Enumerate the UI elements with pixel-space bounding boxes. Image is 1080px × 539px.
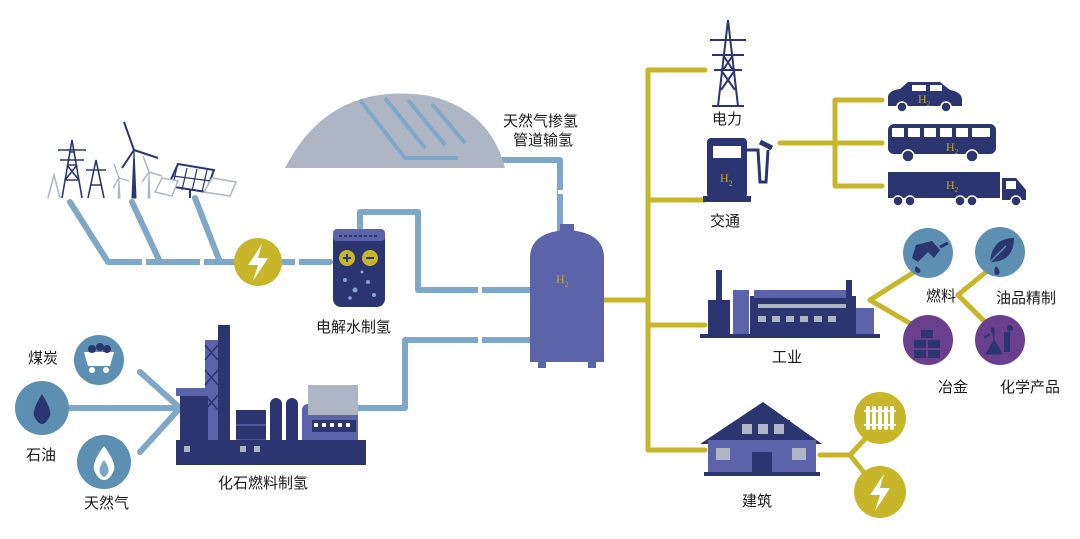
gas-flame-icon [77,435,131,489]
wind-turbine-icon [112,121,163,199]
bus-icon: H2 [888,124,996,163]
oil-label: 石油 [26,446,57,464]
oil-drop-icon [15,381,69,435]
pipeline-joints [142,190,564,343]
truck-h2-label: H [946,178,955,192]
hydrogen-tank-icon: H2 [530,224,604,368]
truck-icon: H2 [888,172,1026,207]
pump-h2-label: H [720,171,729,185]
metal-ingots-icon [903,315,953,365]
electrolyzer-icon [333,229,385,307]
refining-label: 油品精制 [996,289,1057,307]
factory-icon [700,270,880,338]
svg-text:H2: H2 [918,92,931,108]
pipeline-label-line1: 天然气掺氢 [503,112,579,130]
svg-text:H2: H2 [946,140,959,156]
fossil-label: 化石燃料制氢 [218,474,309,492]
fuel-pump-icon: H2 [703,138,774,202]
transport-label: 交通 [710,212,741,230]
gas-label: 天然气 [84,494,130,512]
solar-panel-icon [153,162,238,198]
fuel-nozzle-icon [903,228,953,278]
transmission-pylon-icon [710,19,746,107]
coal-label: 煤炭 [28,349,59,367]
bus-h2-label: H [946,140,955,154]
pipeline-dome-icon [285,93,505,168]
chemicals-label: 化学产品 [1000,378,1061,396]
power-label: 电力 [712,110,743,128]
electrolysis-label: 电解水制氢 [316,318,392,336]
building-label: 建筑 [742,492,773,510]
pipeline-label-line2: 管道输氢 [513,131,574,149]
radiator-icon [854,392,906,444]
lightning-icon [854,466,906,518]
house-icon [700,402,822,476]
industry-label: 工业 [772,348,803,366]
svg-text:H2: H2 [946,178,959,194]
car-icon: H2 [888,82,962,113]
svg-text:H2: H2 [720,171,733,188]
tank-h2-label: H [556,272,565,286]
power-tower-icon [47,139,106,199]
fossil-plant-icon [176,325,366,465]
fuel-label: 燃料 [926,287,957,305]
leaf-drop-icon [975,227,1025,277]
lightning-icon [234,238,282,286]
lab-flask-icon [975,315,1025,365]
svg-text:H2: H2 [556,272,569,289]
car-h2-label: H [918,92,927,106]
metallurgy-label: 冶金 [938,378,969,396]
coal-cart-icon [74,335,124,385]
